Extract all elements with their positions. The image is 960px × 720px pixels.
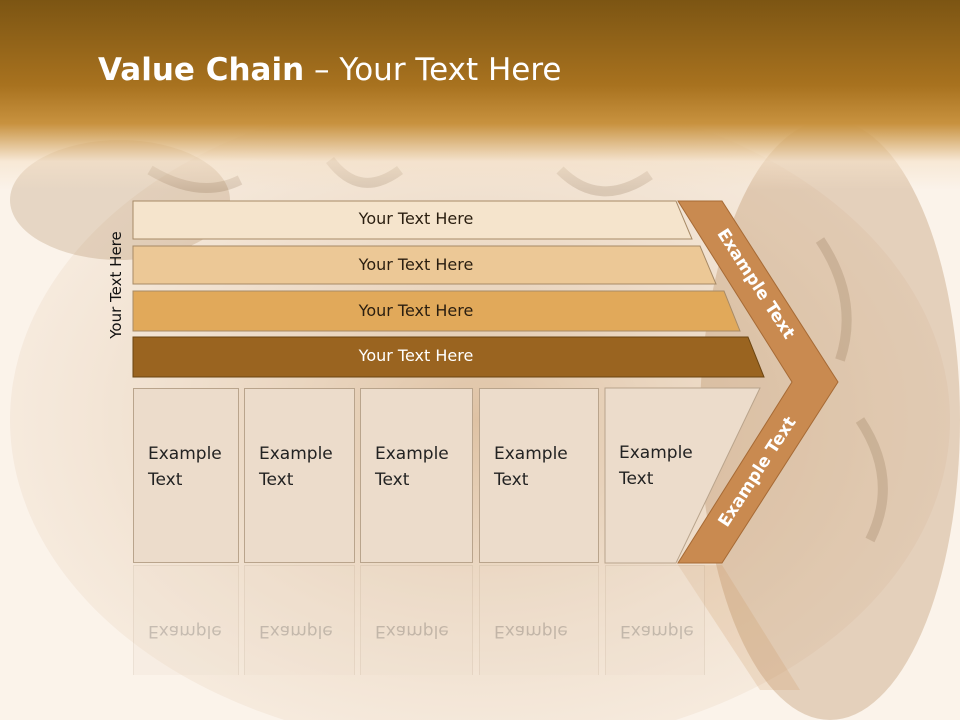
row-label-1: Your Text Here <box>358 209 474 228</box>
row-bar-2 <box>132 245 717 285</box>
title-bold: Value Chain <box>98 52 305 88</box>
row-label-2: Your Text Here <box>358 255 474 274</box>
box-reflection-2: Example <box>244 565 355 675</box>
title-rest: – Your Text Here <box>304 52 562 88</box>
row-bar-3 <box>132 290 741 332</box>
row-label-3: Your Text Here <box>358 301 474 320</box>
box-shape-5 <box>604 387 761 564</box>
box-reflection-4: Example <box>479 565 599 675</box>
header-band <box>0 0 960 190</box>
box-reflection-3: Example <box>360 565 473 675</box>
chevron-reflection <box>678 565 800 690</box>
row-bar-1 <box>132 200 693 240</box>
page-title: Value Chain – Your Text Here <box>98 52 561 88</box>
chevron-arrow <box>677 200 839 564</box>
row-bar-4 <box>132 336 765 378</box>
box-reflection-5: Example <box>605 565 705 675</box>
box-reflection-1: Example <box>133 565 239 675</box>
row-label-4: Your Text Here <box>358 346 474 365</box>
